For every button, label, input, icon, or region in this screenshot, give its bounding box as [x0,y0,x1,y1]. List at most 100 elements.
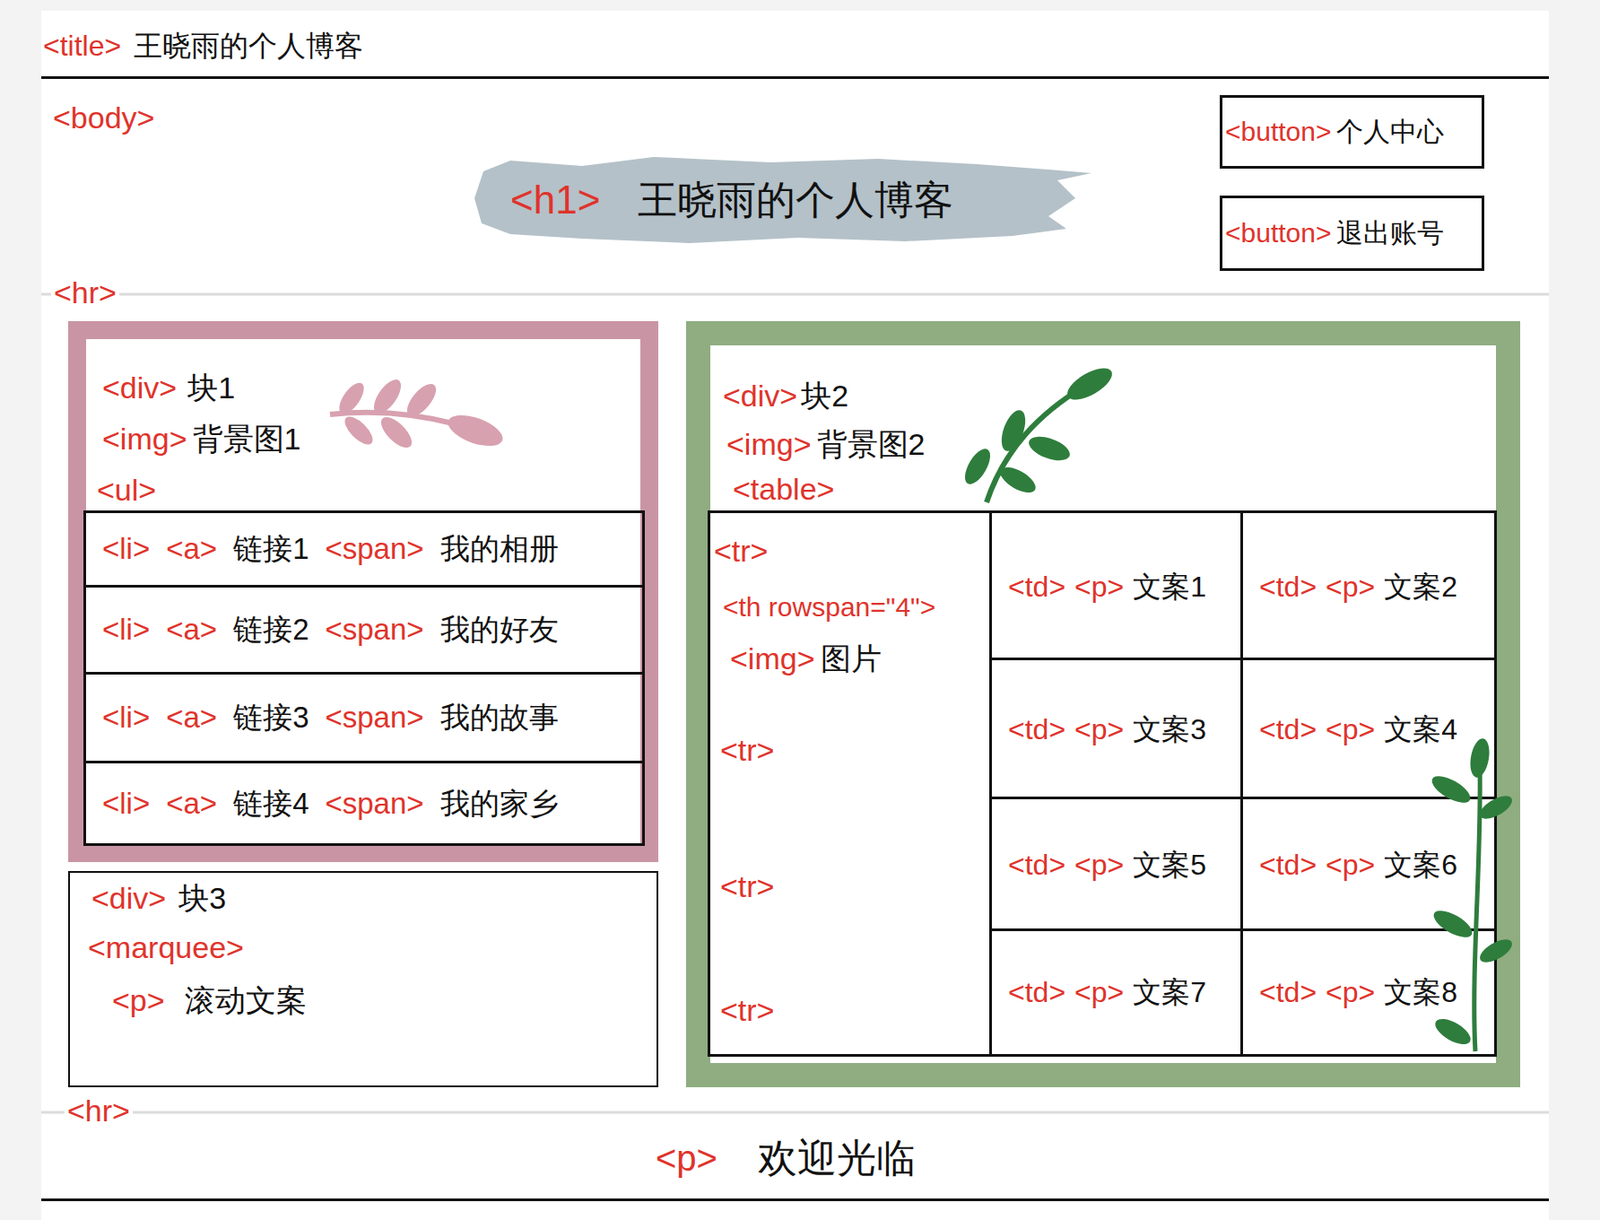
leaf [1429,904,1477,942]
html-tag: <span> [324,785,424,822]
leaf [375,411,417,453]
html-tag: <img> [102,420,188,458]
html-tag: <p> [1074,847,1124,882]
html-tag: <div> [91,879,166,917]
text-row: <ul> [96,469,157,510]
text-row: <button>退出账号 [1225,216,1444,252]
html-tag: <p> [1074,974,1124,1009]
text-row: <tr> [720,730,774,770]
html-tag: <td> [1008,974,1066,1009]
list-item-box: <li> <a> 链接1 <span> 我的相册 [83,510,645,588]
content-text: 链接2 [233,611,309,648]
leaf [1476,934,1516,967]
text-row: <li><a>链接4<span>我的家乡 [102,783,559,823]
content-text: 退出账号 [1336,217,1444,250]
table-cell: <td><p>文案7 [991,930,1244,1054]
hr-line [41,1111,1549,1114]
text-row: <td><p>文案2 [1259,567,1458,606]
leaf [1427,770,1475,808]
content-text: 我的故事 [440,699,559,736]
leaf [1467,737,1492,780]
html-tag: <p> [1325,847,1375,882]
html-tag: <ul> [96,471,157,509]
content-text: 我的家乡 [440,785,559,822]
content-text: 链接1 [233,530,309,567]
leaf [1476,791,1516,824]
leaf [334,378,369,418]
table-cell: <td><p>文案2 [1243,513,1495,661]
html-tag: <li> [102,699,150,736]
text-row: <div>块1 [102,367,235,408]
label-text: <hr> [64,1092,133,1130]
sprig-stem [986,385,1086,503]
html-tag: <img> [730,640,816,678]
table-cell: <td><p>文案1 [991,513,1244,661]
text-row: <table> [732,469,835,509]
block-panel: <div>块2<img>背景图2<table><tr><th rowspan="… [686,321,1521,1087]
leaf [1431,1013,1475,1049]
content-text: 块2 [800,377,849,415]
text-row: <td><p>文案1 [1008,567,1207,606]
label-text: <p> [652,1136,721,1180]
list-item-box: <li><a>链接4<span>我的家乡 [83,760,645,846]
html-tag: <span> [324,611,424,648]
html-tag: <tr> [720,868,774,905]
text-row: <li> <a> 链接1 <span> 我的相册 [102,530,559,569]
content-text: 文案5 [1132,847,1207,882]
html-tag: <p> [1074,569,1124,604]
html-tag: <p> [1074,712,1124,747]
html-tag: <td> [1259,974,1317,1009]
content-text: 文案3 [1132,712,1207,747]
html-tag: <td> [1008,569,1066,604]
html-tag: <tr> [713,532,768,570]
content-text: 我的相册 [440,530,559,567]
html-tag: <td> [1259,712,1317,747]
list-item-box: <li><a>链接3<span>我的故事 [83,671,645,764]
html-tag: <span> [324,530,424,567]
html-tag: <p> [112,982,166,1019]
html-tag: <a> [165,785,218,822]
html-tag: <title> [43,28,122,63]
html-tag: <img> [726,426,812,463]
title-bar: <title>王晓雨的个人博客 [41,12,1549,79]
text-row: <title>王晓雨的个人博客 [43,26,364,65]
table-cell: <td><p>文案3 [991,660,1244,800]
text-row: <td><p>文案4 [1259,711,1458,749]
leaf [443,408,507,453]
html-tag: <div> [722,377,798,415]
html-tag: <li> [102,611,150,648]
html-tag: <td> [1008,712,1066,747]
html-tag: <button> [1225,217,1331,250]
html-tag: <a> [165,530,218,567]
text-row: <th rowspan="4"> [722,590,936,626]
leaf [339,411,377,449]
body-area: <body><h1>王晓雨的个人博客<button>个人中心<button>退出… [41,78,1549,1201]
content-text: 链接4 [233,785,309,822]
html-tag: <marquee> [87,929,244,966]
text-row: <p> 滚动文案 [112,980,307,1020]
table-cell: <td><p>文案8 [1243,930,1495,1054]
pink-sprig [330,374,507,453]
html-tag: <p> [1325,712,1375,747]
text-row: <div> 块3 [91,878,227,918]
label-text: <hr> [51,274,120,312]
label-text: 欢迎光临 [755,1134,919,1183]
table-box: <table><tr><th rowspan="4"><img>图片<tr><t… [707,510,1497,1057]
leaf [1062,362,1117,407]
content-text: 文案4 [1383,712,1458,747]
text-row: <body> [52,97,155,138]
text-row: <marquee> [87,927,244,967]
content-text: 滚动文案 [184,982,307,1019]
html-tag: <table> [732,470,835,508]
text-row: <img>图片 [730,638,882,679]
content-text: 王晓雨的个人博客 [637,176,954,225]
html-tag: <td> [1259,847,1317,882]
html-tag: <a> [165,611,218,648]
leaf [959,444,995,488]
content-text: 图片 [820,640,882,678]
content-text: 文案6 [1383,847,1458,882]
html-tag: <div> [102,369,177,407]
content-text: 文案1 [1132,569,1207,604]
content-text: 块3 [178,879,227,917]
html-tag: <li> [102,530,150,567]
